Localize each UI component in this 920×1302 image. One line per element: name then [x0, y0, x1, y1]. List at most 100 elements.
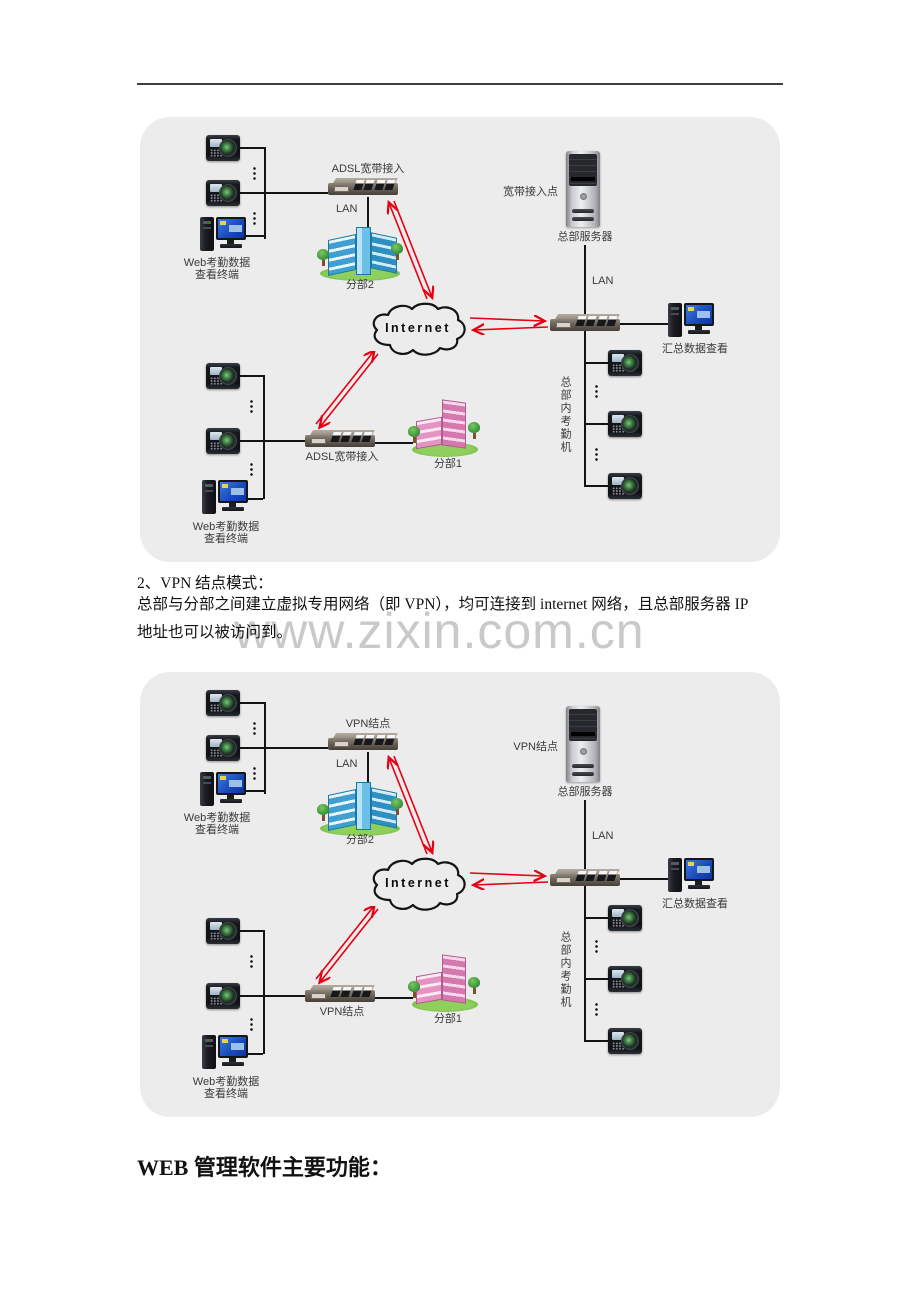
server-drive-bays: [569, 709, 597, 741]
router-ports: [330, 432, 373, 442]
bidirectional-arrow-icon: [469, 313, 549, 335]
server-side-label: 宽带接入点: [503, 186, 558, 198]
building-tower: [356, 782, 371, 830]
router-icon: [328, 177, 399, 197]
tree-icon: [468, 977, 480, 994]
lcd-screen-icon: [210, 694, 222, 702]
monitor-screen: [686, 305, 712, 324]
connection-line: [246, 790, 264, 792]
connection-line: [240, 930, 263, 932]
fingerprint-reader-icon: [219, 987, 237, 1005]
connection-line: [584, 362, 608, 364]
network-diagram-adsl: Internet ADSL宽带接入 LAN 分部2 Web考勤数据查看终端 宽带…: [140, 117, 780, 562]
desktop-pc-icon: [202, 480, 250, 518]
keypad-icon: [210, 704, 223, 712]
lan-right-label: LAN: [592, 275, 614, 287]
paragraph-line1: 总部与分部之间建立虚拟专用网络（即 VPN），均可连接到 internet 网络…: [137, 596, 749, 613]
router-top-label: ADSL宽带接入: [331, 163, 405, 175]
connection-line: [584, 978, 608, 980]
ellipsis-dots-icon: [253, 766, 256, 781]
pc-tower-icon: [202, 1035, 216, 1069]
keypad-icon: [612, 980, 625, 988]
monitor-screen: [686, 860, 712, 879]
lcd-screen-icon: [612, 477, 624, 485]
monitor-icon: [216, 217, 246, 240]
monitor-base: [222, 507, 244, 511]
switch-icon: [550, 868, 621, 888]
keypad-icon: [210, 377, 223, 385]
router-label-sticker: [311, 993, 326, 999]
server-vent: [572, 764, 594, 768]
monitor-stand: [695, 326, 702, 330]
lcd-screen-icon: [612, 415, 624, 423]
web-terminal-line2: 查看终端: [204, 1088, 248, 1100]
building-wing: [328, 234, 356, 276]
fingerprint-reader-icon: [621, 415, 639, 433]
desktop-pc-icon: [202, 1035, 250, 1073]
web-terminal-line1: Web考勤数据: [183, 257, 251, 269]
router-top-label: VPN结点: [345, 718, 391, 730]
connection-line: [248, 1053, 263, 1055]
building-tower: [442, 399, 466, 449]
office-building-blue-icon: [317, 223, 403, 281]
server-drive-slot: [571, 732, 595, 736]
hq-machines-label: 总部内考勤机: [559, 376, 571, 454]
connection-line: [240, 995, 305, 997]
attendance-machine-icon: [206, 180, 240, 206]
watermark: www.zixin.com.cn: [234, 603, 645, 659]
tree-icon: [317, 249, 329, 266]
keypad-icon: [612, 919, 625, 927]
server-vent: [572, 217, 594, 221]
router-label-sticker: [556, 322, 571, 328]
tree-icon: [468, 422, 480, 439]
monitor-icon: [218, 480, 248, 503]
connection-line: [584, 1040, 608, 1042]
ellipsis-dots-icon: [250, 462, 253, 477]
fingerprint-reader-icon: [621, 354, 639, 372]
server-name-label: 总部服务器: [557, 231, 613, 243]
keypad-icon: [612, 1042, 625, 1050]
monitor-stand: [229, 503, 236, 507]
tree-icon: [391, 798, 403, 815]
tree-icon: [408, 426, 420, 443]
fingerprint-reader-icon: [219, 184, 237, 202]
summary-view-label: 汇总数据查看: [662, 343, 728, 355]
attendance-machine-icon: [608, 905, 642, 931]
lcd-screen-icon: [612, 970, 624, 978]
attendance-machine-icon: [206, 135, 240, 161]
web-terminal-line1: Web考勤数据: [183, 812, 251, 824]
lan-label: LAN: [336, 758, 358, 770]
attendance-machine-icon: [608, 1028, 642, 1054]
internet-label: Internet: [385, 321, 451, 335]
router-icon: [305, 984, 376, 1004]
tree-icon: [391, 243, 403, 260]
attendance-machine-icon: [206, 690, 240, 716]
attendance-machine-icon: [206, 428, 240, 454]
connection-line: [240, 375, 263, 377]
router-bottom-label: ADSL宽带接入: [305, 451, 379, 463]
fingerprint-reader-icon: [219, 432, 237, 450]
connection-line: [248, 498, 263, 500]
server-name-label: 总部服务器: [557, 786, 613, 798]
lcd-screen-icon: [612, 354, 624, 362]
attendance-machine-icon: [206, 918, 240, 944]
ellipsis-dots-icon: [595, 384, 598, 399]
lcd-screen-icon: [612, 909, 624, 917]
keypad-icon: [210, 149, 223, 157]
summary-view-label: 汇总数据查看: [662, 898, 728, 910]
monitor-base: [688, 885, 710, 889]
internet-cloud-icon: [372, 857, 466, 911]
lcd-screen-icon: [210, 922, 222, 930]
attendance-machine-icon: [608, 966, 642, 992]
server-vent: [572, 772, 594, 776]
connection-line: [367, 752, 369, 782]
server-tower-icon: [566, 151, 600, 227]
pc-tower-icon: [200, 217, 214, 251]
connection-line: [263, 930, 265, 1054]
bidirectional-arrow-icon: [469, 868, 549, 890]
ellipsis-dots-icon: [250, 399, 253, 414]
monitor-icon: [684, 858, 714, 881]
branch2-label: 分部2: [345, 279, 375, 291]
monitor-stand: [229, 1058, 236, 1062]
internet-cloud-icon: [372, 302, 466, 356]
